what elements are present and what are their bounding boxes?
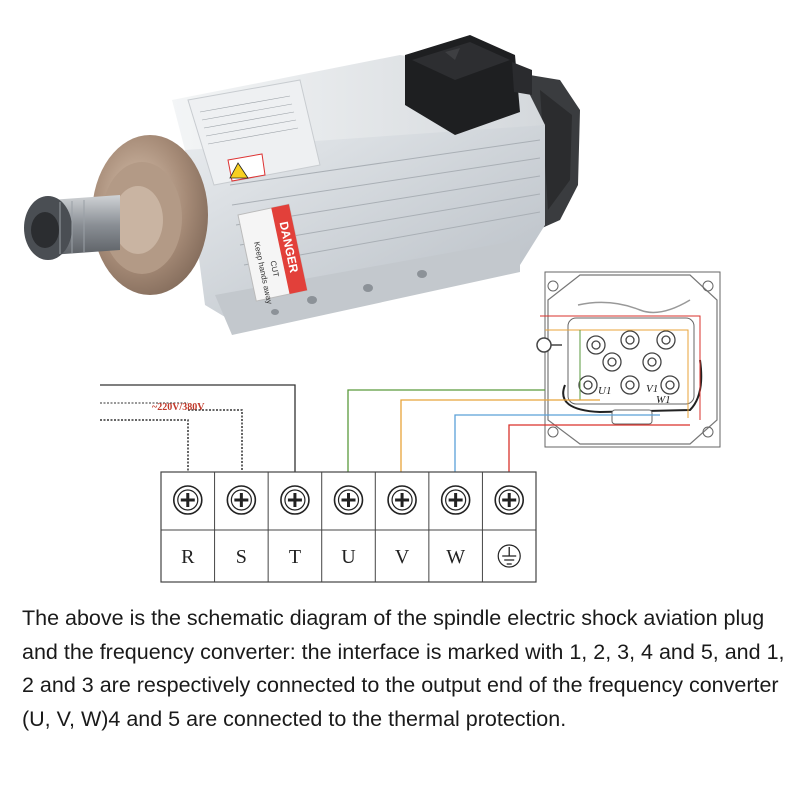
terminal-label-r: R [181,546,195,568]
wire-v-orange [400,399,600,472]
supply-voltage-label: ~220V/380V [152,402,205,413]
terminal-screw-icon [280,485,310,515]
terminal-label-s: S [236,546,247,568]
wire-ground-red [508,424,690,472]
ground-icon [497,544,521,568]
plug-connector-diagram: U1 V1 W1 [536,271,721,448]
internal-wire-grey [577,299,691,314]
terminal-screw-icon [226,485,257,515]
ring-terminal-icon [536,337,552,353]
terminal-screw-icon [172,485,203,515]
collet-bore [31,212,59,248]
mounting-holes [271,270,427,315]
screw-hole-tr [702,280,714,292]
terminal-block [567,317,695,405]
label-text-lines [199,95,299,145]
terminal-label-v: V [395,546,410,568]
spindle-motor-image: DANGER CUT Keep hands away [24,35,580,335]
plug-wire-orange [545,329,689,418]
cut-text: CUT [268,260,280,278]
line-t [100,384,296,472]
pin-label-v1: V1 [646,383,658,395]
diagram-caption: The above is the schematic diagram of th… [22,606,785,731]
screw-hole-bl [547,426,559,438]
terminal-label-u: U [341,546,356,568]
screw-hole-tl [547,280,559,292]
pin-label-w1: W1 [656,394,671,406]
line-r [100,419,189,472]
wire-u-green [347,389,545,472]
collet-ridges [59,200,85,254]
danger-header [271,204,308,295]
supply-lines: ~220V/380V [100,384,690,472]
connector-pins [578,330,680,395]
flange-hub [113,186,163,254]
danger-sticker: DANGER CUT Keep hands away [237,203,308,305]
terminal-screw-icon [333,485,364,515]
warning-triangle-icon [229,162,249,179]
connector-box-top [412,42,510,80]
terminal-label-w: W [446,546,465,568]
plug-wire-red [540,315,701,420]
terminal-cells: R S T U V W [172,472,525,582]
pin-label-u1: U1 [598,385,611,397]
rating-label [187,79,321,186]
terminal-screw-icon [494,485,525,515]
terminal-strip: R S T U V W [160,471,537,583]
plug-body-outline [547,274,718,445]
terminal-screw-icon [440,485,471,515]
connector-logo-icon [445,48,460,60]
terminal-screw-icon [387,485,417,515]
wire-w-blue [454,414,660,472]
cable-gland [512,62,532,95]
line-s [188,409,243,472]
terminal-label-t: T [289,546,301,568]
screw-hole-br [702,426,714,438]
rear-shadow [540,90,572,210]
sleeve-connector [611,409,653,425]
